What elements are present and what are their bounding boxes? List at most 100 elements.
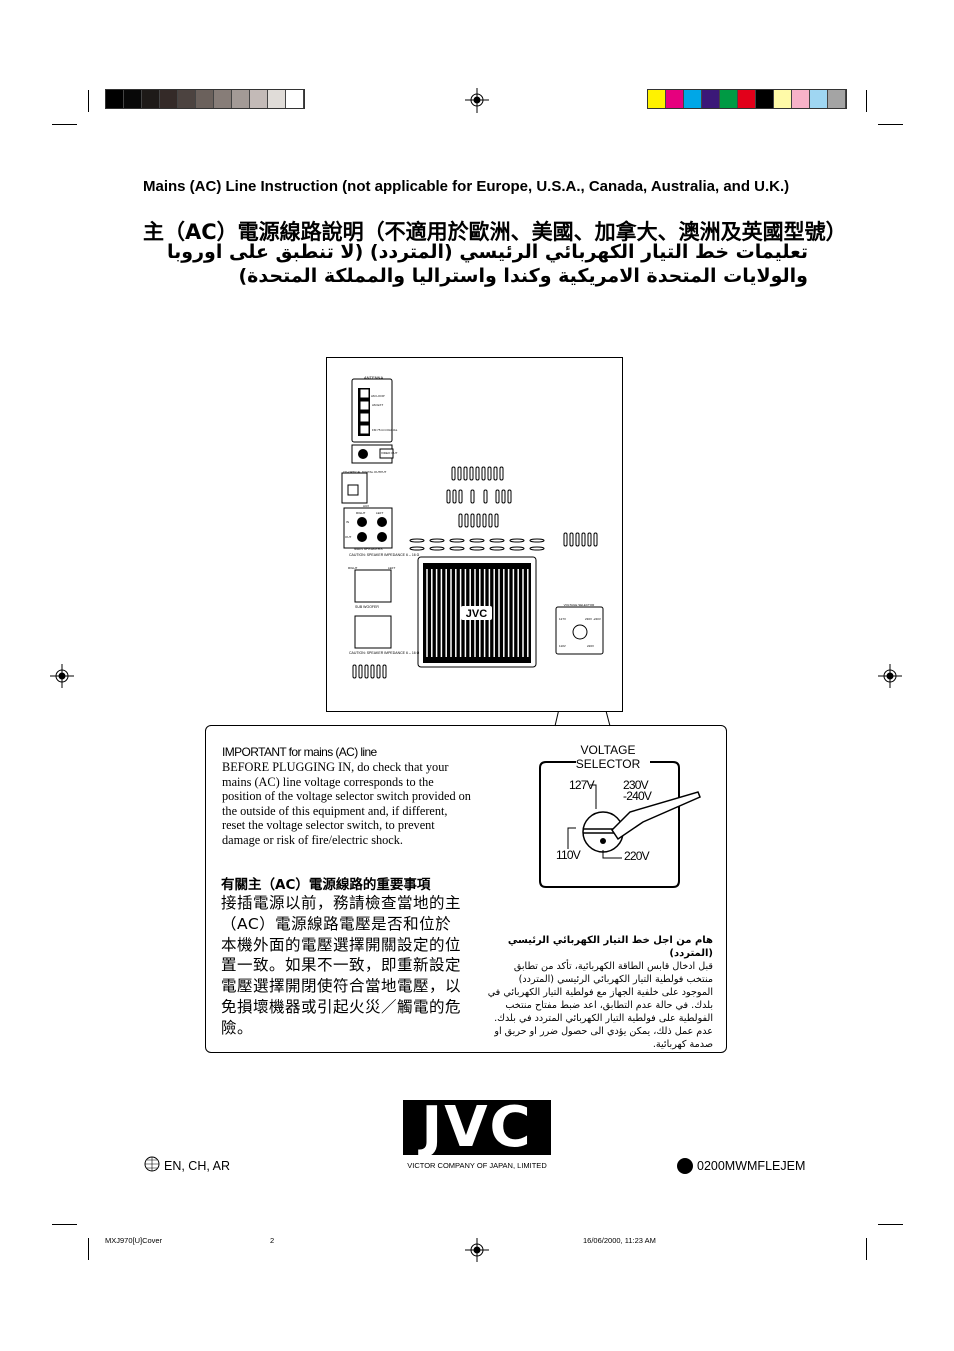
aux-right-label: RIGHT <box>356 511 366 515</box>
label-230v: 230V <box>623 778 649 792</box>
panel-220v: 220V <box>587 644 594 648</box>
aux-jacks <box>357 517 387 542</box>
sub-caution-label: CAUTION: SPEAKER IMPEDANCE 6 – 16 Ω <box>349 651 420 655</box>
video-out-label: VIDEO OUT <box>381 451 398 455</box>
optical-port <box>347 484 359 496</box>
vent-slot <box>509 546 525 551</box>
color-swatch <box>756 90 774 108</box>
vent-slot <box>470 489 475 504</box>
antenna-terminals <box>358 388 370 436</box>
aux-block <box>343 507 393 549</box>
aux-label: AUX <box>363 504 369 508</box>
document-code: 0200MWMFLEJEM <box>697 1159 806 1173</box>
vent-slot <box>482 513 487 528</box>
vent-slot <box>476 513 481 528</box>
vent-slot <box>364 664 369 679</box>
crop-mark <box>878 124 903 125</box>
crop-mark <box>88 1238 89 1260</box>
vent-slot <box>494 513 499 528</box>
title-english: Mains (AC) Line Instruction (not applica… <box>143 178 790 195</box>
panel-230v: 230V -240V <box>585 617 601 621</box>
vent-slot <box>452 489 457 504</box>
important-heading: IMPORTANT for mains (AC) line <box>222 745 377 759</box>
vent-slot <box>569 532 574 547</box>
aux-out-label: OUT <box>345 535 352 539</box>
arabic-heading: هام من اجل خط التيار الكهربائي الرئيسي (… <box>507 935 713 959</box>
slug-page: 2 <box>270 1236 275 1245</box>
registration-mark-top <box>465 88 489 113</box>
vent-slot <box>382 664 387 679</box>
subwoofer-terminals <box>354 615 392 649</box>
crop-mark <box>866 1238 867 1260</box>
vent-slot <box>493 466 498 481</box>
vent-slot <box>581 532 586 547</box>
title-arabic: تعليمات خط التيار الكهربائي الرئيسي (الم… <box>167 241 808 287</box>
recycle-dot-icon <box>677 1158 693 1174</box>
color-swatch <box>828 90 846 108</box>
jvc-badge <box>461 606 492 620</box>
vent-slots <box>352 466 598 679</box>
vent-slot <box>429 538 445 543</box>
color-swatch <box>178 90 196 108</box>
crop-mark <box>878 1224 903 1225</box>
vent-slot <box>529 546 545 551</box>
screwdriver-icon <box>611 791 701 841</box>
vent-slot <box>409 546 425 551</box>
aux-in-label: IN <box>346 520 349 524</box>
vent-slot <box>458 489 463 504</box>
vent-slot <box>451 466 456 481</box>
am-loop-label: AM LOOP <box>371 394 385 398</box>
vent-slot <box>457 466 462 481</box>
crop-mark <box>88 90 89 112</box>
color-swatch <box>774 90 792 108</box>
crop-mark <box>866 90 867 112</box>
vent-slot <box>370 664 375 679</box>
vent-slot <box>575 532 580 547</box>
color-swatch <box>702 90 720 108</box>
vent-slot <box>483 489 488 504</box>
fm-label: FM 75 Ω COAXIAL <box>372 428 398 432</box>
globe-icon <box>144 1156 160 1172</box>
color-swatch <box>684 90 702 108</box>
vent-slot <box>481 466 486 481</box>
vent-slot <box>429 546 445 551</box>
vent-slot <box>469 546 485 551</box>
arabic-notice: هام من اجل خط التيار الكهربائي الرئيسي (… <box>485 934 713 1051</box>
voltage-selector-figure: VOLTAGE SELECTOR 127V 230V -240V 110V 22… <box>539 743 701 888</box>
arabic-body: قبل ادخال قابس الطاقة الكهربائية، تأكد م… <box>487 961 713 1050</box>
vent-slot <box>489 546 505 551</box>
sub-woofer-label: SUB WOOFER <box>355 605 379 609</box>
vent-slot <box>488 513 493 528</box>
vent-slot <box>463 466 468 481</box>
color-swatch <box>160 90 178 108</box>
slug-date: 16/06/2000, 11:23 AM <box>583 1236 656 1245</box>
optical-label: CD-OPTICAL DIGITAL OUTPUT <box>343 470 387 474</box>
rear-panel-diagram: ANTENNA AM LOOP AM EXT FM 75 Ω COAXIAL V… <box>326 357 623 712</box>
color-swatch <box>792 90 810 108</box>
color-swatch <box>232 90 250 108</box>
color-swatch <box>666 90 684 108</box>
company-name: VICTOR COMPANY OF JAPAN, LIMITED <box>407 1161 547 1170</box>
label-240v: -240V <box>623 789 652 803</box>
registration-mark-right <box>878 664 902 688</box>
registration-mark-left <box>50 664 74 688</box>
vent-slot <box>469 538 485 543</box>
jvc-badge-text: JVC <box>466 608 487 620</box>
optical-block <box>341 472 368 504</box>
vent-slot <box>587 532 592 547</box>
vent-slot <box>409 538 425 543</box>
panel-voltage-selector-label: VOLTAGE SELECTOR <box>564 603 596 607</box>
aux-left-label: LEFT <box>376 511 384 515</box>
panel-110v: 110V <box>559 644 566 648</box>
panel-voltage-dial <box>572 624 588 640</box>
jvc-logo: JVC <box>403 1100 551 1156</box>
vent-slot <box>487 466 492 481</box>
vent-slot <box>475 466 480 481</box>
process-color-bar <box>647 89 847 109</box>
label-220v: 220V <box>624 849 650 863</box>
vent-slot <box>449 546 465 551</box>
main-caution-label: CAUTION: SPEAKER IMPEDANCE 6 – 16 Ω <box>349 553 420 557</box>
color-swatch <box>196 90 214 108</box>
grayscale-color-bar <box>105 89 305 109</box>
registration-mark-bottom <box>465 1238 489 1262</box>
